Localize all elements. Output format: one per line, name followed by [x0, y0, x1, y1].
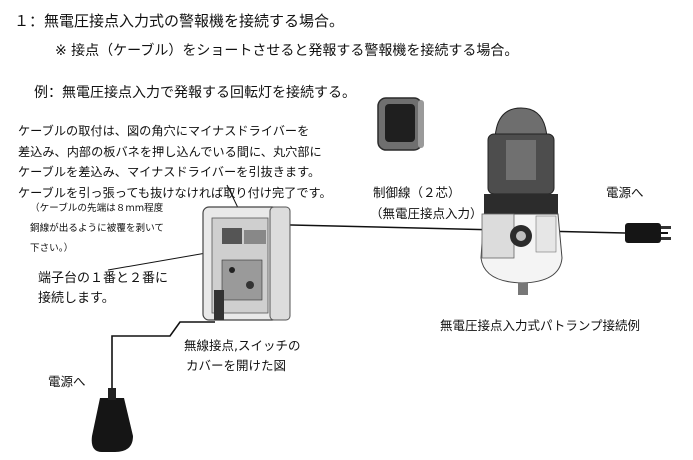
lamp-caption: 無電圧接点入力式パトランプ接続例 — [440, 318, 640, 333]
cable-note: （ケーブルの先端は８mm程度 銅線が出るように被覆を剥いて 下さい。） — [30, 199, 164, 259]
terminal-line: 端子台の１番と２番に — [38, 269, 168, 289]
switch-cover — [378, 98, 424, 150]
instruction-line: ケーブルを差込み、マイナスドライバーを引抜きます。 — [18, 162, 332, 183]
note-line: （ケーブルの先端は８mm程度 — [30, 199, 164, 219]
terminal-line: 接続します。 — [38, 289, 168, 309]
heading: １：無電圧接点入力式の警報機を接続する場合。 — [14, 12, 344, 30]
power-label-right: 電源へ — [606, 185, 644, 200]
example-title: 例：無電圧接点入力で発報する回転灯を接続する。 — [34, 85, 356, 102]
switch-caption-line2: カバーを開けた図 — [186, 358, 286, 373]
terminal-label: 端子台の１番と２番に 接続します。 — [38, 269, 168, 309]
ac-adapter-left — [92, 388, 133, 452]
note-line: 下さい。） — [30, 239, 164, 259]
instruction-line: 差込み、内部の板バネを押し込んでいる間に、丸穴部に — [18, 142, 332, 163]
wireless-switch-opened — [203, 207, 290, 320]
wire-label-line2: （無電圧接点入力） — [370, 206, 483, 221]
instruction-line: ケーブルの取付は、図の角穴にマイナスドライバーを — [18, 121, 332, 142]
switch-caption-line1: 無線接点,スイッチの — [184, 338, 300, 353]
power-label-left: 電源へ — [48, 374, 86, 389]
control-wire — [249, 224, 625, 233]
rotating-lamp — [481, 108, 562, 295]
instructions: ケーブルの取付は、図の角穴にマイナスドライバーを 差込み、内部の板バネを押し込ん… — [18, 121, 332, 203]
wire-label-line1: 制御線（２芯） — [373, 185, 461, 200]
note-line: 銅線が出るように被覆を剥いて — [30, 219, 164, 239]
subheading: ※ 接点（ケーブル）をショートさせると発報する警報機を接続する場合。 — [55, 43, 518, 60]
